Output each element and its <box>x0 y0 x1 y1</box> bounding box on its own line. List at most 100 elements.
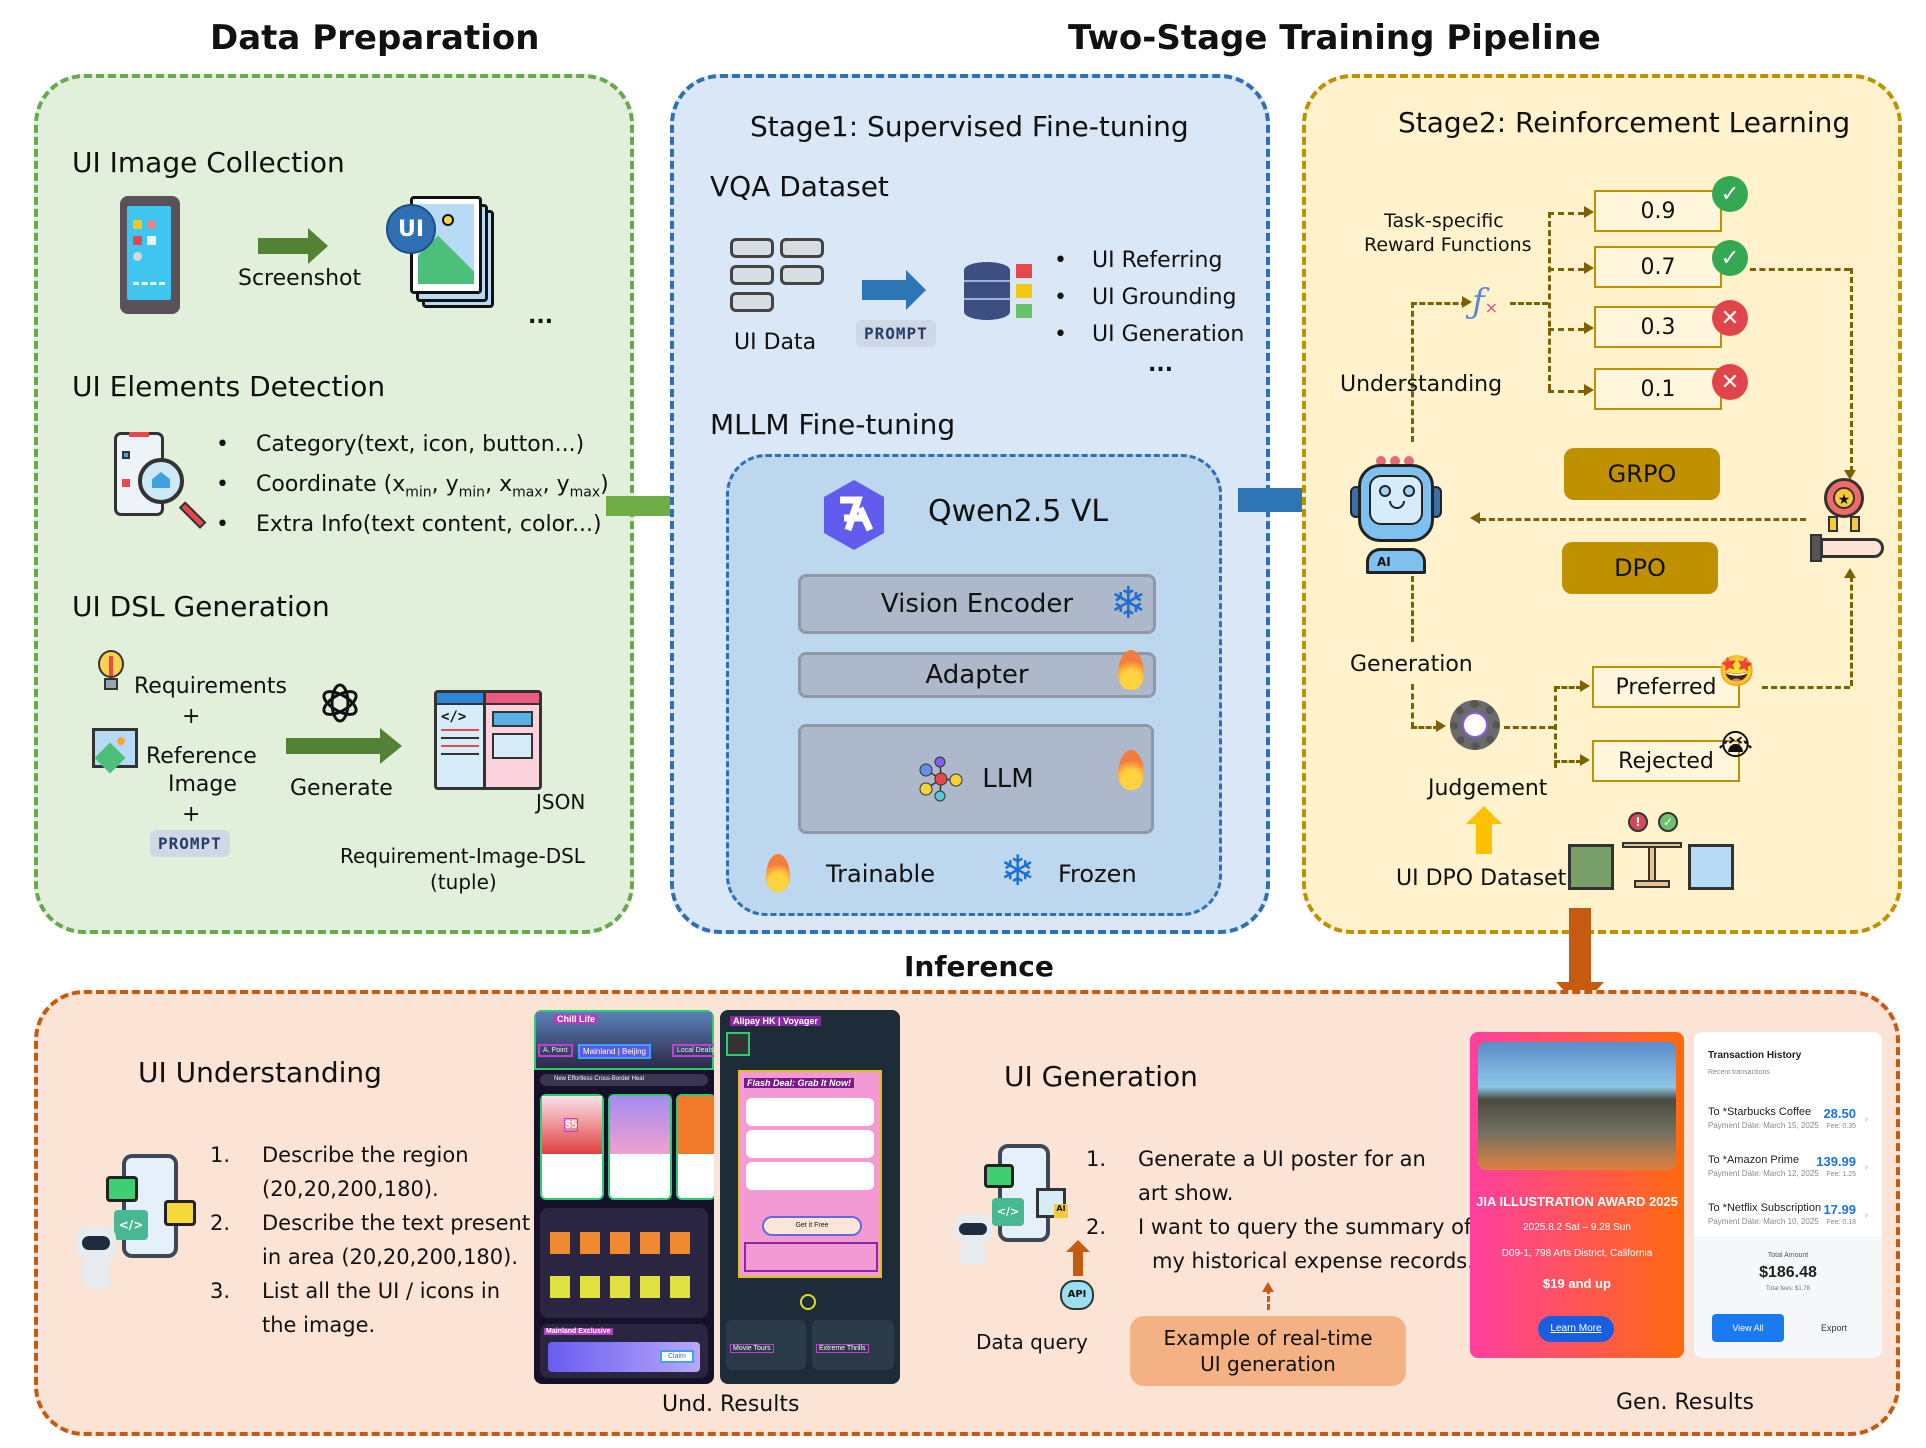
crying-emoji-icon: 😭 <box>1718 728 1754 763</box>
ui-elements-detection-heading: UI Elements Detection <box>72 370 386 403</box>
vqa-task-item: •UI Generation <box>1054 322 1245 347</box>
transaction-summary: Total Amount $186.48 Total fees: $1.78 V… <box>1694 1236 1882 1358</box>
transaction-subtitle: Recent transactions <box>1708 1069 1770 1076</box>
transaction-row[interactable]: To *Amazon Prime Payment Date: March 12,… <box>1708 1154 1868 1178</box>
connector <box>1850 268 1853 472</box>
understanding-label: Understanding <box>1340 372 1503 397</box>
llm-block: LLM <box>798 724 1154 834</box>
poster-result: JIA ILLUSTRATION AWARD 2025 2025.8.2 Sat… <box>1470 1032 1684 1358</box>
arrowhead <box>1584 384 1594 396</box>
connector <box>1548 212 1584 215</box>
requirements-label: Requirements <box>134 674 287 699</box>
llm-label: LLM <box>982 764 1034 794</box>
chevron-right-icon: › <box>1864 1162 1868 1173</box>
arrowhead <box>1462 296 1472 308</box>
vqa-ellipsis: ... <box>1148 352 1174 377</box>
vqa-dataset-heading: VQA Dataset <box>710 170 889 203</box>
understanding-prompt-list: 1.Describe the region (20,20,200,180). 2… <box>210 1138 530 1342</box>
prompt-chip: PROMPT <box>150 830 230 857</box>
connector <box>1850 576 1853 686</box>
generate-label: Generate <box>290 776 393 801</box>
qwen-logo-icon <box>824 480 884 550</box>
realtime-generation-callout: Example of real-time UI generation <box>1130 1316 1406 1386</box>
legend-snowflake-icon: ❄ <box>1000 846 1036 895</box>
generate-arrow <box>286 728 402 764</box>
connector <box>1411 684 1414 728</box>
chevron-right-icon: › <box>1864 1210 1868 1221</box>
title-two-stage-pipeline: Two-Stage Training Pipeline <box>1068 18 1601 58</box>
generation-label: Generation <box>1350 652 1473 677</box>
vqa-prompt-chip: PROMPT <box>856 320 936 347</box>
phone-icon <box>120 196 180 314</box>
ai-robot-icon: AI <box>1346 456 1446 576</box>
connector <box>1411 302 1467 305</box>
generation-prompt-list: 1.Generate a UI poster for an art show. … <box>1086 1142 1474 1278</box>
vqa-task-list: •UI Referring •UI Grounding •UI Generati… <box>1054 248 1244 359</box>
tuple-label-line1: Requirement-Image-DSL <box>340 844 585 868</box>
connector <box>1480 518 1806 521</box>
vqa-task-item: •UI Referring <box>1054 248 1223 273</box>
plus-sign-1: + <box>182 704 201 729</box>
connector <box>1548 328 1584 331</box>
database-icon <box>964 262 1044 324</box>
connector <box>1554 760 1582 763</box>
model-name: Qwen2.5 VL <box>928 494 1109 529</box>
flame-trainable-icon <box>1118 750 1144 790</box>
detection-bullet-list: •Category(text, icon, button...) •Coordi… <box>216 432 609 552</box>
stage1-title: Stage1: Supervised Fine-tuning <box>750 110 1189 143</box>
poster-gallery-image <box>1478 1042 1676 1170</box>
arrowhead <box>1584 206 1594 218</box>
export-button[interactable]: Export <box>1820 1323 1847 1333</box>
und-result-screenshot-2: Alipay HK | Voyager Flash Deal: Grab It … <box>720 1010 900 1384</box>
chevron-right-icon: › <box>1864 1114 1868 1125</box>
total-amount: $186.48 <box>1759 1264 1817 1281</box>
connector <box>1750 268 1850 271</box>
openai-logo-icon <box>322 683 358 723</box>
connector <box>1510 302 1548 305</box>
stage2-title: Stage2: Reinforcement Learning <box>1398 106 1851 139</box>
preference-balance-icon: ! ✓ <box>1568 812 1734 896</box>
stage2-to-inference-arrow <box>1556 908 1604 1008</box>
learn-more-button[interactable]: Learn More <box>1538 1316 1614 1342</box>
understanding-prompt-item: 2.Describe the text present <box>210 1211 531 1235</box>
legend-trainable-label: Trainable <box>826 860 935 888</box>
title-inference: Inference <box>904 950 1054 983</box>
understanding-prompt-item: 3.List all the UI / icons in <box>210 1279 501 1303</box>
connector <box>1554 686 1582 689</box>
connector <box>1411 302 1414 442</box>
arrowhead <box>1436 720 1446 732</box>
arrowhead <box>1470 512 1480 524</box>
star-struck-emoji-icon: 🤩 <box>1718 654 1756 689</box>
reference-image-icon <box>92 728 138 774</box>
ui-understanding-heading: UI Understanding <box>138 1056 382 1089</box>
mllm-finetuning-heading: MLLM Fine-tuning <box>710 408 956 441</box>
legend-flame-icon <box>766 854 790 892</box>
detection-magnifier-icon <box>114 432 218 536</box>
reward-score-box: 0.3 <box>1594 306 1722 348</box>
detection-bullet-coordinate: •Coordinate (xmin, ymin, xmax, ymax) <box>216 472 609 501</box>
vision-encoder-block: Vision Encoder <box>798 574 1156 634</box>
adapter-label: Adapter <box>925 660 1029 690</box>
detection-bullet-extra-info: •Extra Info(text content, color...) <box>216 512 602 537</box>
collection-ellipsis: ... <box>528 304 554 329</box>
transaction-history-result: Transaction History Recent transactions … <box>1694 1032 1882 1358</box>
arrowhead <box>1844 470 1856 480</box>
ui-dsl-generation-heading: UI DSL Generation <box>72 590 330 623</box>
api-cloud-icon: API <box>1060 1280 1094 1310</box>
vqa-arrow <box>862 270 926 310</box>
transaction-row[interactable]: To *Netflix Subscription Payment Date: M… <box>1708 1202 1868 1226</box>
connector <box>1504 726 1554 729</box>
transaction-row[interactable]: To *Starbucks Coffee Payment Date: March… <box>1708 1106 1868 1130</box>
rejected-box: Rejected <box>1592 740 1740 782</box>
view-all-button[interactable]: View All <box>1712 1314 1784 1342</box>
judgement-label: Judgement <box>1428 776 1548 801</box>
dpo-label: DPO <box>1562 542 1718 594</box>
und-results-caption: Und. Results <box>662 1392 800 1417</box>
neural-net-icon <box>919 756 963 802</box>
ui-dpo-dataset-label: UI DPO Dataset <box>1396 866 1567 891</box>
ui-data-icon <box>730 238 830 314</box>
reward-score-box: 0.9 <box>1594 190 1722 232</box>
phone-chat-robot-icon: </> <box>74 1150 198 1290</box>
arrowhead <box>1580 754 1590 766</box>
arrowhead <box>1844 568 1856 578</box>
